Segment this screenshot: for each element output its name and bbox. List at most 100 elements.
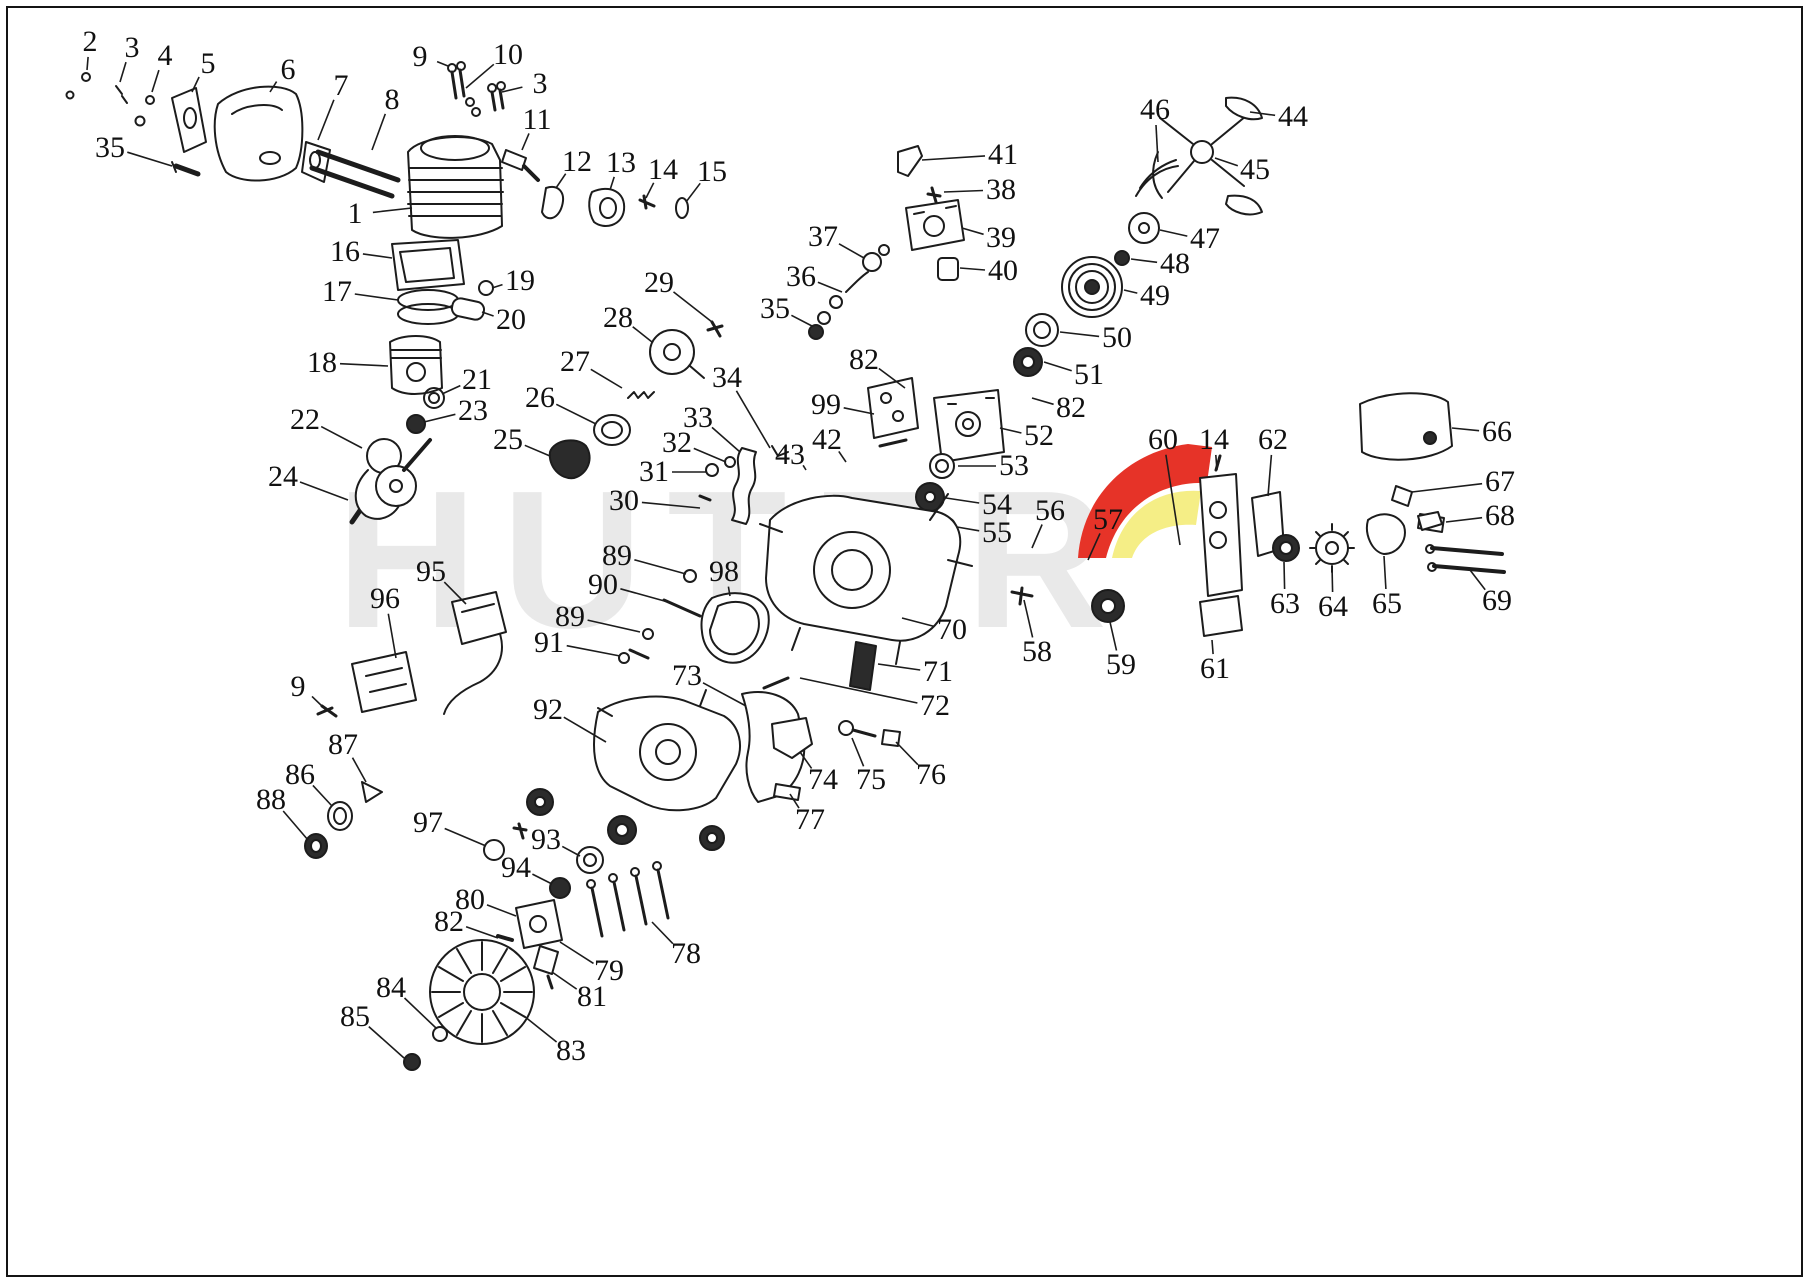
ignition-coil-part: [316, 591, 507, 718]
crankcase-part: [759, 493, 973, 665]
leader-line: [693, 447, 727, 463]
leader-line: [282, 810, 309, 841]
leader-line: [943, 189, 984, 193]
leader-line: [702, 682, 747, 707]
leader-line: [620, 588, 669, 603]
chain-tensioner-part: [762, 641, 877, 691]
leader-line: [465, 63, 495, 89]
leader-line: [86, 56, 89, 71]
leader-line: [817, 281, 843, 293]
leader-line: [1059, 331, 1100, 338]
leader-line: [555, 173, 567, 189]
leader-line: [590, 368, 623, 389]
leader-line: [711, 426, 741, 453]
leader-line: [320, 425, 363, 449]
leader-line: [735, 390, 771, 449]
leader-line: [802, 464, 807, 471]
leader-line: [843, 407, 875, 415]
leader-line: [491, 283, 503, 289]
leader-line: [685, 182, 701, 203]
av-buffer-parts: [1010, 586, 1125, 623]
leader-line: [1451, 427, 1480, 432]
leader-line: [368, 1026, 405, 1059]
logo-swoosh-red: [1078, 444, 1212, 558]
leader-line: [1159, 229, 1188, 237]
leader-line: [799, 751, 813, 769]
leader-line: [632, 326, 653, 343]
leader-line: [1383, 555, 1387, 590]
leader-line: [372, 207, 413, 214]
piston-part: [389, 335, 443, 395]
cylinder-part: [407, 135, 504, 239]
bar-plate-parts: [867, 377, 1005, 463]
leader-line: [959, 267, 986, 271]
oiler-cover-parts: [1199, 454, 1300, 637]
leader-line: [1087, 533, 1101, 561]
brake-lever-parts: [698, 445, 789, 525]
leader-line: [961, 227, 984, 236]
leader-line: [921, 155, 986, 161]
leader-line: [443, 581, 467, 605]
leader-line: [555, 403, 597, 425]
spark-plug-part: [501, 149, 540, 182]
clutch-washer-parts: [483, 839, 604, 899]
leader-line: [1165, 454, 1181, 546]
leader-line: [1215, 454, 1218, 471]
leader-line: [838, 450, 847, 463]
leader-line: [1249, 111, 1276, 117]
leader-line: [1023, 599, 1034, 638]
leader-line: [561, 845, 581, 857]
leader-line: [317, 99, 335, 141]
leader-line: [191, 76, 200, 93]
leader-line: [351, 757, 367, 783]
leader-line: [1031, 524, 1043, 549]
leader-line: [481, 311, 494, 317]
leader-line: [1043, 361, 1072, 372]
brake-handle-part: [1152, 96, 1263, 216]
leader-line: [645, 182, 655, 199]
leader-line: [999, 427, 1022, 434]
leader-line: [895, 741, 919, 766]
needle-bearing-part: [406, 387, 445, 434]
leader-line: [524, 444, 551, 457]
leader-line: [587, 619, 641, 633]
leader-line: [119, 61, 127, 83]
cylinder-screws-part: [447, 61, 506, 117]
washer-stack-parts: [915, 453, 956, 535]
leader-line: [387, 613, 397, 659]
leader-line: [1445, 516, 1483, 523]
leader-line: [532, 873, 553, 885]
leader-line: [354, 293, 399, 301]
leader-line: [312, 784, 333, 807]
leader-line: [403, 997, 437, 1029]
leader-line: [727, 586, 731, 597]
leader-line: [799, 677, 918, 704]
flywheel-part: [403, 939, 535, 1071]
throttle-trigger-parts: [771, 717, 901, 801]
leader-line: [423, 413, 456, 423]
clutch-part: [1013, 159, 1179, 377]
small-gaskets-part: [541, 186, 689, 227]
leader-line: [1109, 621, 1118, 651]
leader-line: [1469, 569, 1486, 591]
cylinder-gasket-part: [391, 239, 465, 291]
leader-line: [444, 827, 487, 847]
leader-line: [127, 151, 173, 167]
leader-line: [901, 617, 935, 628]
leader-line: [486, 904, 517, 917]
leader-line: [651, 921, 674, 945]
leader-line: [441, 384, 461, 395]
leader-line: [1283, 561, 1286, 590]
carburetor-part: [905, 199, 965, 281]
leader-line: [1123, 289, 1138, 294]
starter-parts: [548, 320, 724, 480]
leader-line: [878, 367, 906, 389]
leader-line: [523, 1015, 558, 1043]
huter-logo-swoosh: [1078, 444, 1212, 558]
leader-line: [851, 737, 865, 767]
leader-line: [1267, 454, 1273, 497]
